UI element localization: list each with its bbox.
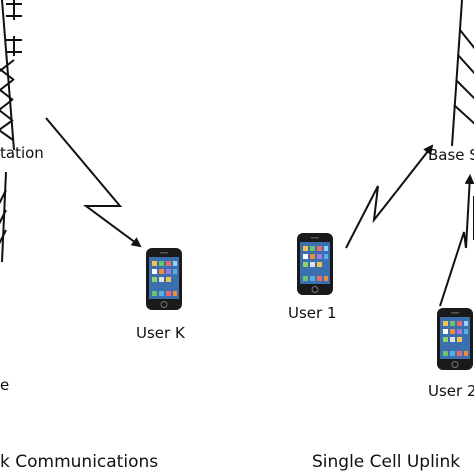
- base-station-tower-left: [0, 0, 22, 151]
- label-base-station-right: Base S: [428, 146, 474, 164]
- base-station-tower-right: [451, 0, 474, 147]
- phone-user-1-icon: [296, 232, 334, 296]
- caption-left: k Communications: [0, 452, 159, 472]
- uplink-signal-arrow-user-2: [439, 174, 474, 307]
- phone-user-k-icon: [145, 247, 183, 311]
- label-user-2: User 2: [428, 382, 474, 400]
- label-user-1: User 1: [288, 304, 337, 322]
- label-user-k: User K: [136, 324, 185, 342]
- uplink-signal-arrow-user-1: [345, 144, 434, 249]
- phone-user-2-icon: [436, 307, 474, 371]
- downlink-signal-arrow: [45, 117, 142, 248]
- label-base-station-left: tation: [0, 144, 44, 162]
- label-fragment-left: e: [0, 376, 10, 394]
- tower-base-left: [0, 171, 7, 263]
- caption-right: Single Cell Uplink: [312, 452, 461, 472]
